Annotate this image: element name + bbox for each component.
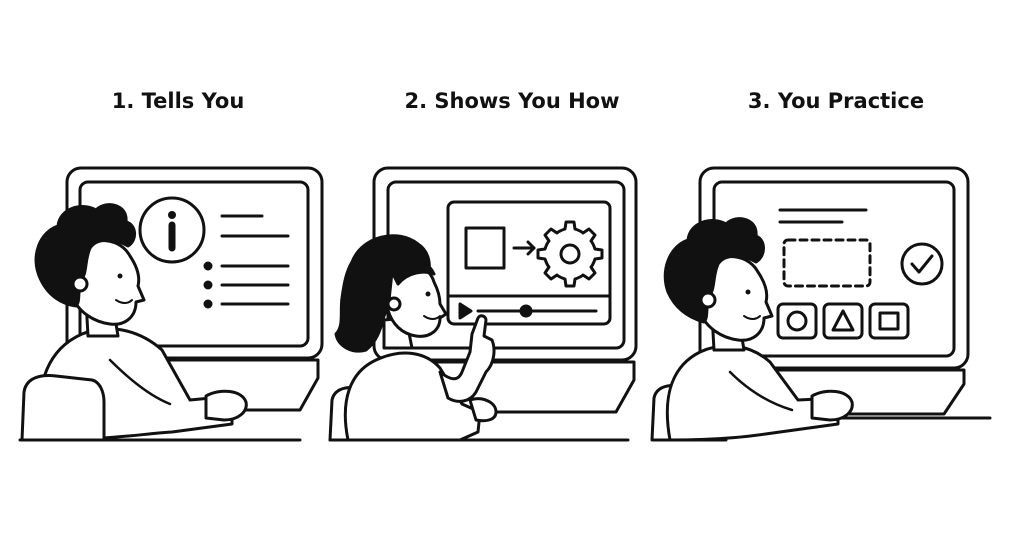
panel-1 xyxy=(18,166,324,442)
person-long-hair xyxy=(328,234,498,442)
bulleted-list-icon xyxy=(203,214,290,309)
panel-1-title: 1. Tells You xyxy=(111,89,245,113)
info-icon xyxy=(138,196,206,264)
panel-2 xyxy=(328,166,638,442)
person-curly-hair-practicing xyxy=(650,217,854,442)
square-option-icon xyxy=(868,302,910,340)
panel-3 xyxy=(650,166,992,442)
chair xyxy=(20,374,106,442)
progress-scrubber xyxy=(476,304,598,318)
panel-2-title: 2. Shows You How xyxy=(404,89,620,113)
circle-option-icon xyxy=(776,302,818,340)
gear-icon xyxy=(536,220,604,288)
answer-drop-zone xyxy=(782,238,872,288)
checkmark-icon xyxy=(900,242,944,286)
panel-3-title: 3. You Practice xyxy=(747,89,925,113)
triangle-option-icon xyxy=(822,302,864,340)
play-icon xyxy=(458,302,473,320)
person-curly-hair xyxy=(20,203,248,442)
question-text-lines xyxy=(778,208,868,224)
square-icon xyxy=(464,226,506,270)
arrow-right-icon xyxy=(512,240,536,256)
